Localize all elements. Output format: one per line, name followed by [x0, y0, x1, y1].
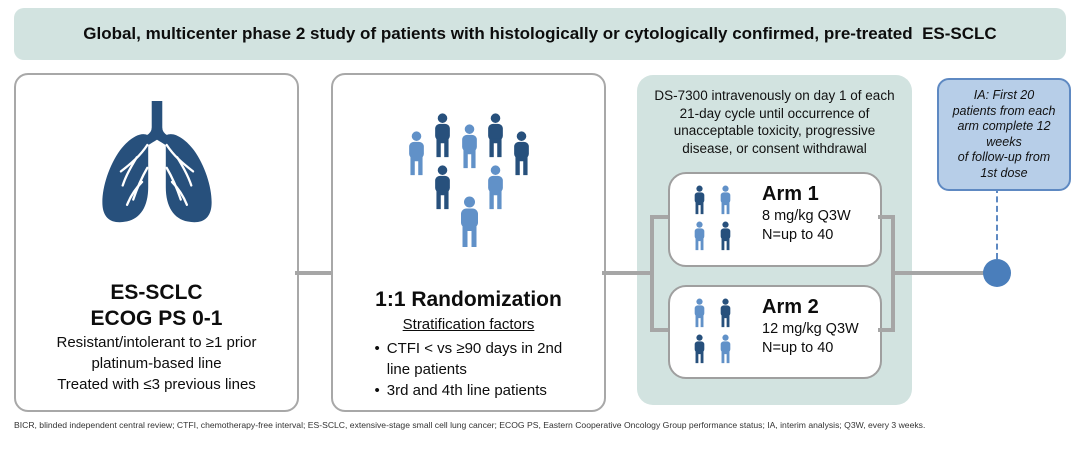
bullet-dot: •: [374, 382, 380, 399]
treatment-description: DS-7300 intravenously on day 1 of each 2…: [643, 87, 906, 157]
header-band: Global, multicenter phase 2 study of pat…: [14, 8, 1066, 60]
stratification-heading: Stratification factors: [402, 316, 535, 333]
arm-1-people-icon: [691, 185, 734, 251]
figure-title: Global, multicenter phase 2 study of pat…: [83, 24, 997, 43]
interim-analysis-dashed-connector: [996, 187, 998, 259]
ia-line: weeks: [986, 134, 1022, 149]
stratification-item-text: 3rd and 4th line patients: [386, 382, 547, 399]
endpoint-dot: [983, 259, 1011, 287]
split-stub-arm1: [650, 215, 668, 219]
ia-line: patients from each: [952, 103, 1056, 118]
split-stub-arm2: [650, 328, 668, 332]
stratification-item: • CTFI < vs ≥90 days in 2nd line patient…: [375, 338, 563, 380]
arm-2-people-icon: [691, 298, 734, 364]
treatment-description-line: 21-day cycle until occurrence of: [679, 105, 870, 121]
patient-criteria-line: Treated with ≤3 previous lines: [57, 376, 256, 393]
interim-analysis-text: IA: First 20 patients from each arm comp…: [953, 88, 1056, 181]
randomization-title: 1:1 Randomization: [375, 288, 562, 311]
arm-2-dose: 12 mg/kg Q3W: [762, 321, 859, 337]
randomization-box: 1:1 Randomization Stratification factors…: [331, 73, 606, 412]
ia-line: arm complete 12: [957, 119, 1051, 133]
split-bracket-left: [650, 215, 654, 332]
patient-text-block: ES-SCLC ECOG PS 0-1 Resistant/intolerant…: [16, 280, 297, 395]
arm-2-n: N=up to 40: [762, 340, 834, 356]
arm-1-dose: 8 mg/kg Q3W: [762, 208, 851, 224]
merge-stub-arm1: [878, 215, 895, 219]
treatment-description-line: disease, or consent withdrawal: [682, 140, 867, 156]
stratification-item: • 3rd and 4th line patients: [375, 380, 563, 401]
interim-analysis-note: IA: First 20 patients from each arm comp…: [937, 78, 1071, 191]
bullet-dot: •: [374, 340, 380, 357]
arm-2-box: Arm 2 12 mg/kg Q3W N=up to 40: [668, 285, 882, 379]
connector-randomization-to-arms: [602, 271, 654, 275]
arm-2-text: Arm 2 12 mg/kg Q3W N=up to 40: [762, 294, 859, 358]
patient-criteria-line: platinum-based line: [91, 355, 222, 372]
ia-line: IA: First 20: [973, 88, 1035, 102]
merge-stub-arm2: [878, 328, 895, 332]
lungs-icon: [91, 101, 223, 229]
arm-1-text: Arm 1 8 mg/kg Q3W N=up to 40: [762, 181, 851, 245]
randomization-text-block: 1:1 Randomization Stratification factors…: [333, 287, 604, 401]
treatment-description-line: DS-7300 intravenously on day 1 of each: [654, 88, 895, 103]
stratification-item-text: CTFI < vs ≥90 days in 2nd line patients: [386, 340, 563, 378]
arm-2-name: Arm 2: [762, 296, 819, 318]
stratification-list: • CTFI < vs ≥90 days in 2nd line patient…: [375, 338, 563, 401]
patient-title-2: ECOG PS 0-1: [90, 307, 223, 330]
treatment-description-line: unacceptable toxicity, progressive: [673, 123, 876, 138]
abbreviations-footnote: BICR, blinded independent central review…: [14, 420, 926, 430]
patient-criteria-line: Resistant/intolerant to ≥1 prior: [56, 334, 257, 351]
patient-population-box: ES-SCLC ECOG PS 0-1 Resistant/intolerant…: [14, 73, 299, 412]
treatment-panel: DS-7300 intravenously on day 1 of each 2…: [637, 75, 912, 405]
arm-1-n: N=up to 40: [762, 227, 834, 243]
connector-arms-to-endpoint: [891, 271, 985, 275]
arm-1-box: Arm 1 8 mg/kg Q3W N=up to 40: [668, 172, 882, 267]
connector-patient-to-randomization: [295, 271, 331, 275]
people-group-icon: [403, 113, 534, 255]
ia-line: 1st dose: [980, 165, 1028, 180]
ia-line: of follow-up from: [957, 150, 1051, 164]
patient-title-1: ES-SCLC: [110, 281, 203, 304]
arm-1-name: Arm 1: [762, 183, 819, 205]
